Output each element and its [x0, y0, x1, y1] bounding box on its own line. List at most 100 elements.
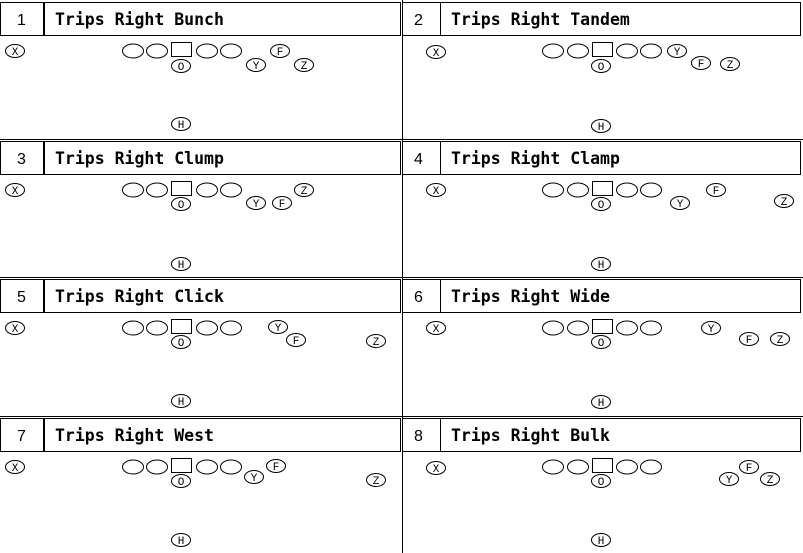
lineman-4: [220, 320, 242, 336]
player-x: X: [426, 321, 446, 336]
player-marker: [591, 257, 611, 271]
player-y: Y: [246, 58, 266, 73]
player-marker: [246, 196, 266, 210]
player-marker: [171, 335, 191, 349]
player-marker: [739, 332, 759, 346]
player-x: X: [426, 461, 446, 476]
player-h: H: [591, 257, 611, 272]
player-label: Z: [373, 337, 380, 349]
play-number-box: [0, 141, 44, 175]
player-label: F: [279, 199, 286, 211]
play-title-box: [440, 141, 801, 175]
player-marker: [294, 183, 314, 197]
player-marker: [5, 321, 25, 335]
lineman-2: [567, 43, 589, 59]
play-number: 3: [17, 151, 26, 168]
player-label: O: [178, 477, 185, 489]
play-number: 1: [17, 12, 26, 29]
player-x: X: [426, 45, 446, 60]
player-label: H: [178, 120, 185, 132]
player-h: H: [171, 117, 191, 132]
player-x: X: [426, 183, 446, 198]
lineman-1: [542, 43, 564, 59]
lineman-2: [567, 320, 589, 336]
lineman-3: [616, 320, 638, 336]
player-marker: [670, 196, 690, 210]
lineman-2: [146, 320, 168, 336]
center-snapper: [171, 319, 192, 334]
player-f: F: [286, 333, 306, 348]
player-label: H: [178, 536, 185, 548]
lineman-2: [567, 459, 589, 475]
play-title-box: [44, 418, 401, 452]
player-marker: [770, 332, 790, 346]
play-title-box: [440, 2, 801, 36]
player-marker: [5, 44, 25, 58]
player-label: F: [698, 59, 705, 71]
play-title: Trips Right Wide: [451, 287, 610, 306]
lineman-2: [146, 182, 168, 198]
player-label: F: [713, 186, 720, 198]
player-label: X: [12, 47, 19, 59]
play-title: Trips Right West: [55, 426, 214, 445]
player-f: F: [270, 44, 290, 59]
player-marker: [171, 197, 191, 211]
player-label: Z: [727, 60, 734, 72]
player-marker: [591, 335, 611, 349]
player-marker: [171, 533, 191, 547]
play-title: Trips Right Click: [55, 287, 224, 306]
player-label: X: [433, 324, 440, 336]
player-o: O: [171, 335, 191, 350]
lineman-4: [640, 43, 662, 59]
player-x: X: [5, 183, 25, 198]
player-o: O: [171, 59, 191, 74]
player-y: Y: [701, 321, 721, 336]
center-snapper: [171, 42, 192, 57]
player-y: Y: [244, 470, 264, 485]
player-marker: [366, 334, 386, 348]
player-o: O: [591, 59, 611, 74]
player-z: Z: [720, 57, 740, 72]
player-z: Z: [294, 58, 314, 73]
play-title-box: [44, 279, 401, 313]
player-label: H: [598, 122, 605, 134]
player-label: X: [12, 463, 19, 475]
player-o: O: [591, 197, 611, 212]
player-f: F: [739, 460, 759, 475]
player-label: H: [178, 260, 185, 272]
player-label: Z: [301, 61, 308, 73]
player-marker: [246, 58, 266, 72]
player-marker: [426, 461, 446, 475]
play-title: Trips Right Bunch: [55, 10, 224, 29]
lineman-3: [616, 43, 638, 59]
player-label: X: [12, 186, 19, 198]
player-y: Y: [719, 472, 739, 487]
center-snapper: [592, 181, 613, 196]
player-marker: [268, 320, 288, 334]
lineman-1: [122, 43, 144, 59]
player-label: O: [598, 200, 605, 212]
lineman-3: [616, 459, 638, 475]
player-marker: [591, 197, 611, 211]
player-label: O: [178, 338, 185, 350]
play-title: Trips Right Bulk: [451, 426, 610, 445]
player-marker: [270, 44, 290, 58]
player-x: X: [5, 44, 25, 59]
player-label: O: [598, 477, 605, 489]
player-marker: [691, 56, 711, 70]
player-y: Y: [268, 320, 288, 335]
player-label: O: [598, 62, 605, 74]
play-title: Trips Right Tandem: [451, 10, 630, 29]
player-label: Z: [781, 197, 788, 209]
player-label: F: [746, 335, 753, 347]
player-x: X: [5, 321, 25, 336]
lineman-4: [640, 320, 662, 336]
player-label: Z: [777, 335, 784, 347]
center-snapper: [592, 458, 613, 473]
player-label: F: [277, 47, 284, 59]
